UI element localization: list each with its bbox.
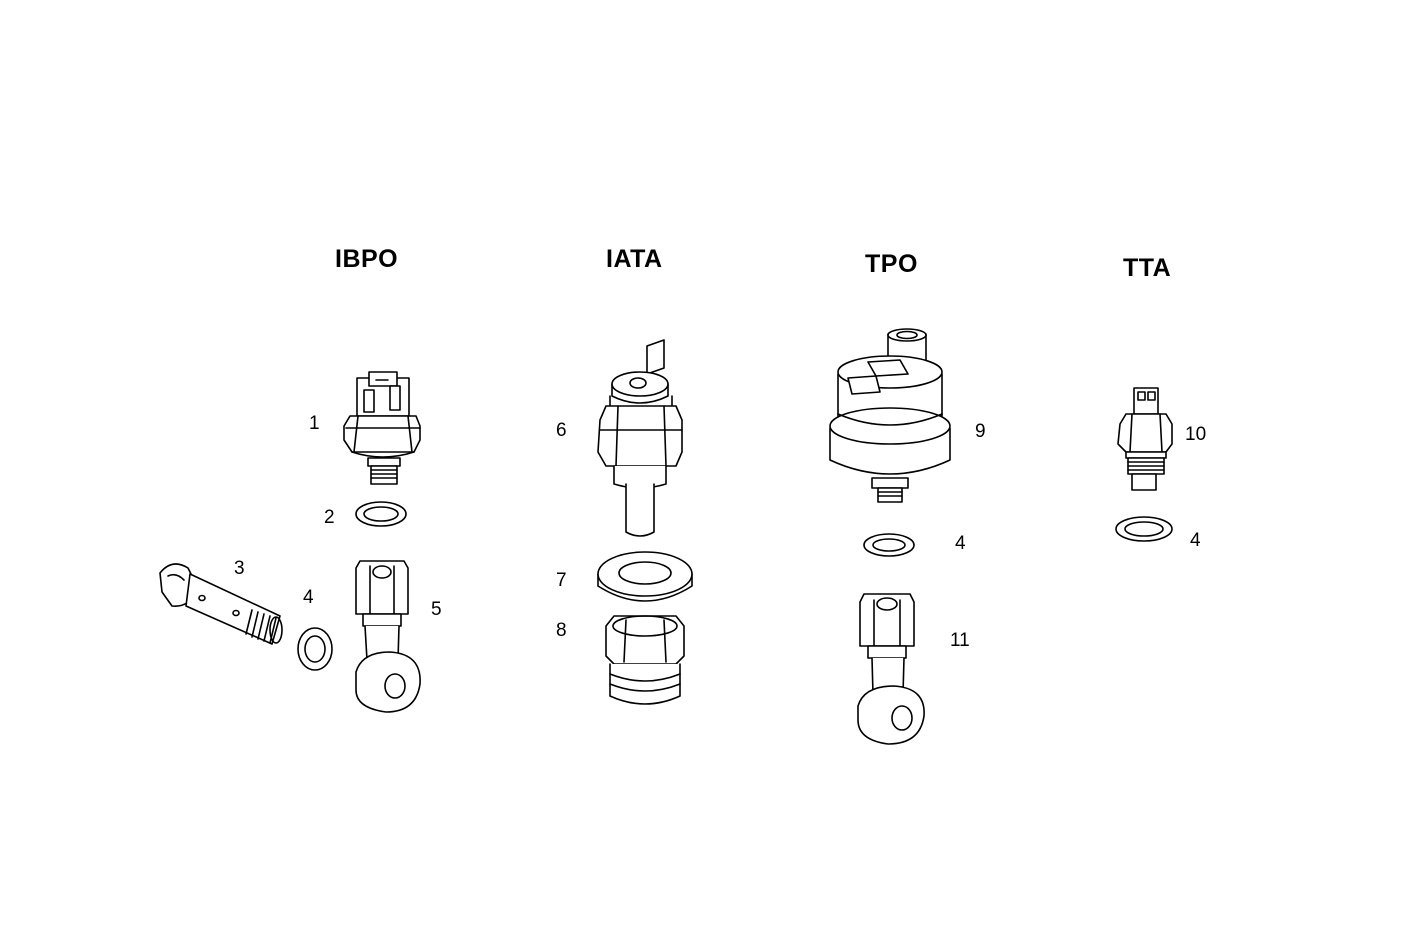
callout-4-ibpo: 4 (303, 587, 314, 608)
callout-6: 6 (556, 420, 567, 441)
temperature-sender-6-drawing (598, 340, 682, 536)
pressure-sender-9-drawing (830, 329, 950, 502)
sealing-ring-2-drawing (356, 502, 406, 526)
group-title-tta: TTA (1123, 254, 1172, 282)
callout-8: 8 (556, 620, 567, 641)
adapter-nut-8-drawing (606, 616, 684, 704)
callout-4-tta: 4 (1190, 530, 1201, 551)
callout-11: 11 (950, 630, 970, 651)
callout-7: 7 (556, 570, 567, 591)
callout-3: 3 (234, 558, 245, 579)
group-title-ibpo: IBPO (335, 245, 399, 273)
sealing-washer-7-drawing (598, 552, 692, 601)
washer-4-ibpo-drawing (298, 628, 332, 670)
callout-10: 10 (1185, 424, 1207, 445)
callout-1: 1 (309, 413, 320, 434)
washer-4-tta-drawing (1116, 517, 1172, 541)
pressure-switch-1-drawing (344, 372, 420, 484)
callout-9: 9 (975, 421, 986, 442)
callout-5: 5 (431, 599, 442, 620)
banjo-bolt-3-drawing (160, 564, 282, 644)
washer-4-tpo-drawing (864, 534, 914, 556)
callout-2: 2 (324, 507, 335, 528)
banjo-fitting-5-drawing (356, 561, 420, 712)
group-title-iata: IATA (606, 245, 663, 273)
group-title-tpo: TPO (865, 250, 918, 278)
callout-4-tpo: 4 (955, 533, 966, 554)
temperature-switch-10-drawing (1118, 388, 1172, 490)
banjo-fitting-11-drawing (858, 594, 924, 744)
